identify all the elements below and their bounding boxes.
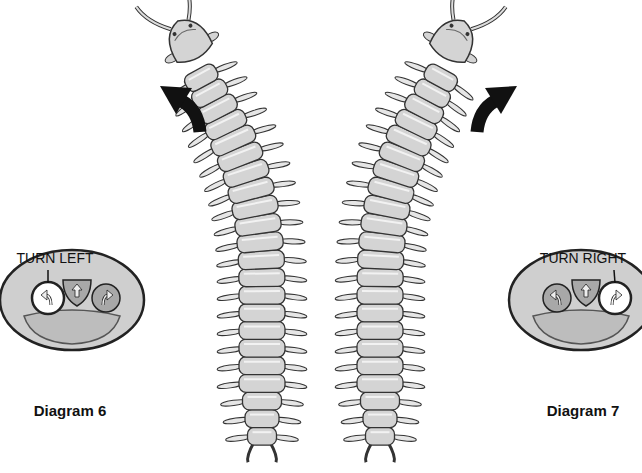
button-label: TURN RIGHT: [540, 251, 626, 266]
remote-control: [509, 250, 642, 350]
centipede-toy: [335, 0, 507, 462]
turn-arrow: [160, 86, 200, 132]
button-label: TURN LEFT: [17, 251, 94, 266]
remote-control: [0, 250, 144, 350]
centipede-toy: [135, 0, 307, 462]
diagram-caption: Diagram 6: [34, 403, 107, 420]
leader-line: [614, 270, 615, 283]
leader-line: [47, 270, 49, 283]
diagram-caption: Diagram 7: [547, 403, 620, 420]
turn-arrow: [477, 86, 517, 132]
